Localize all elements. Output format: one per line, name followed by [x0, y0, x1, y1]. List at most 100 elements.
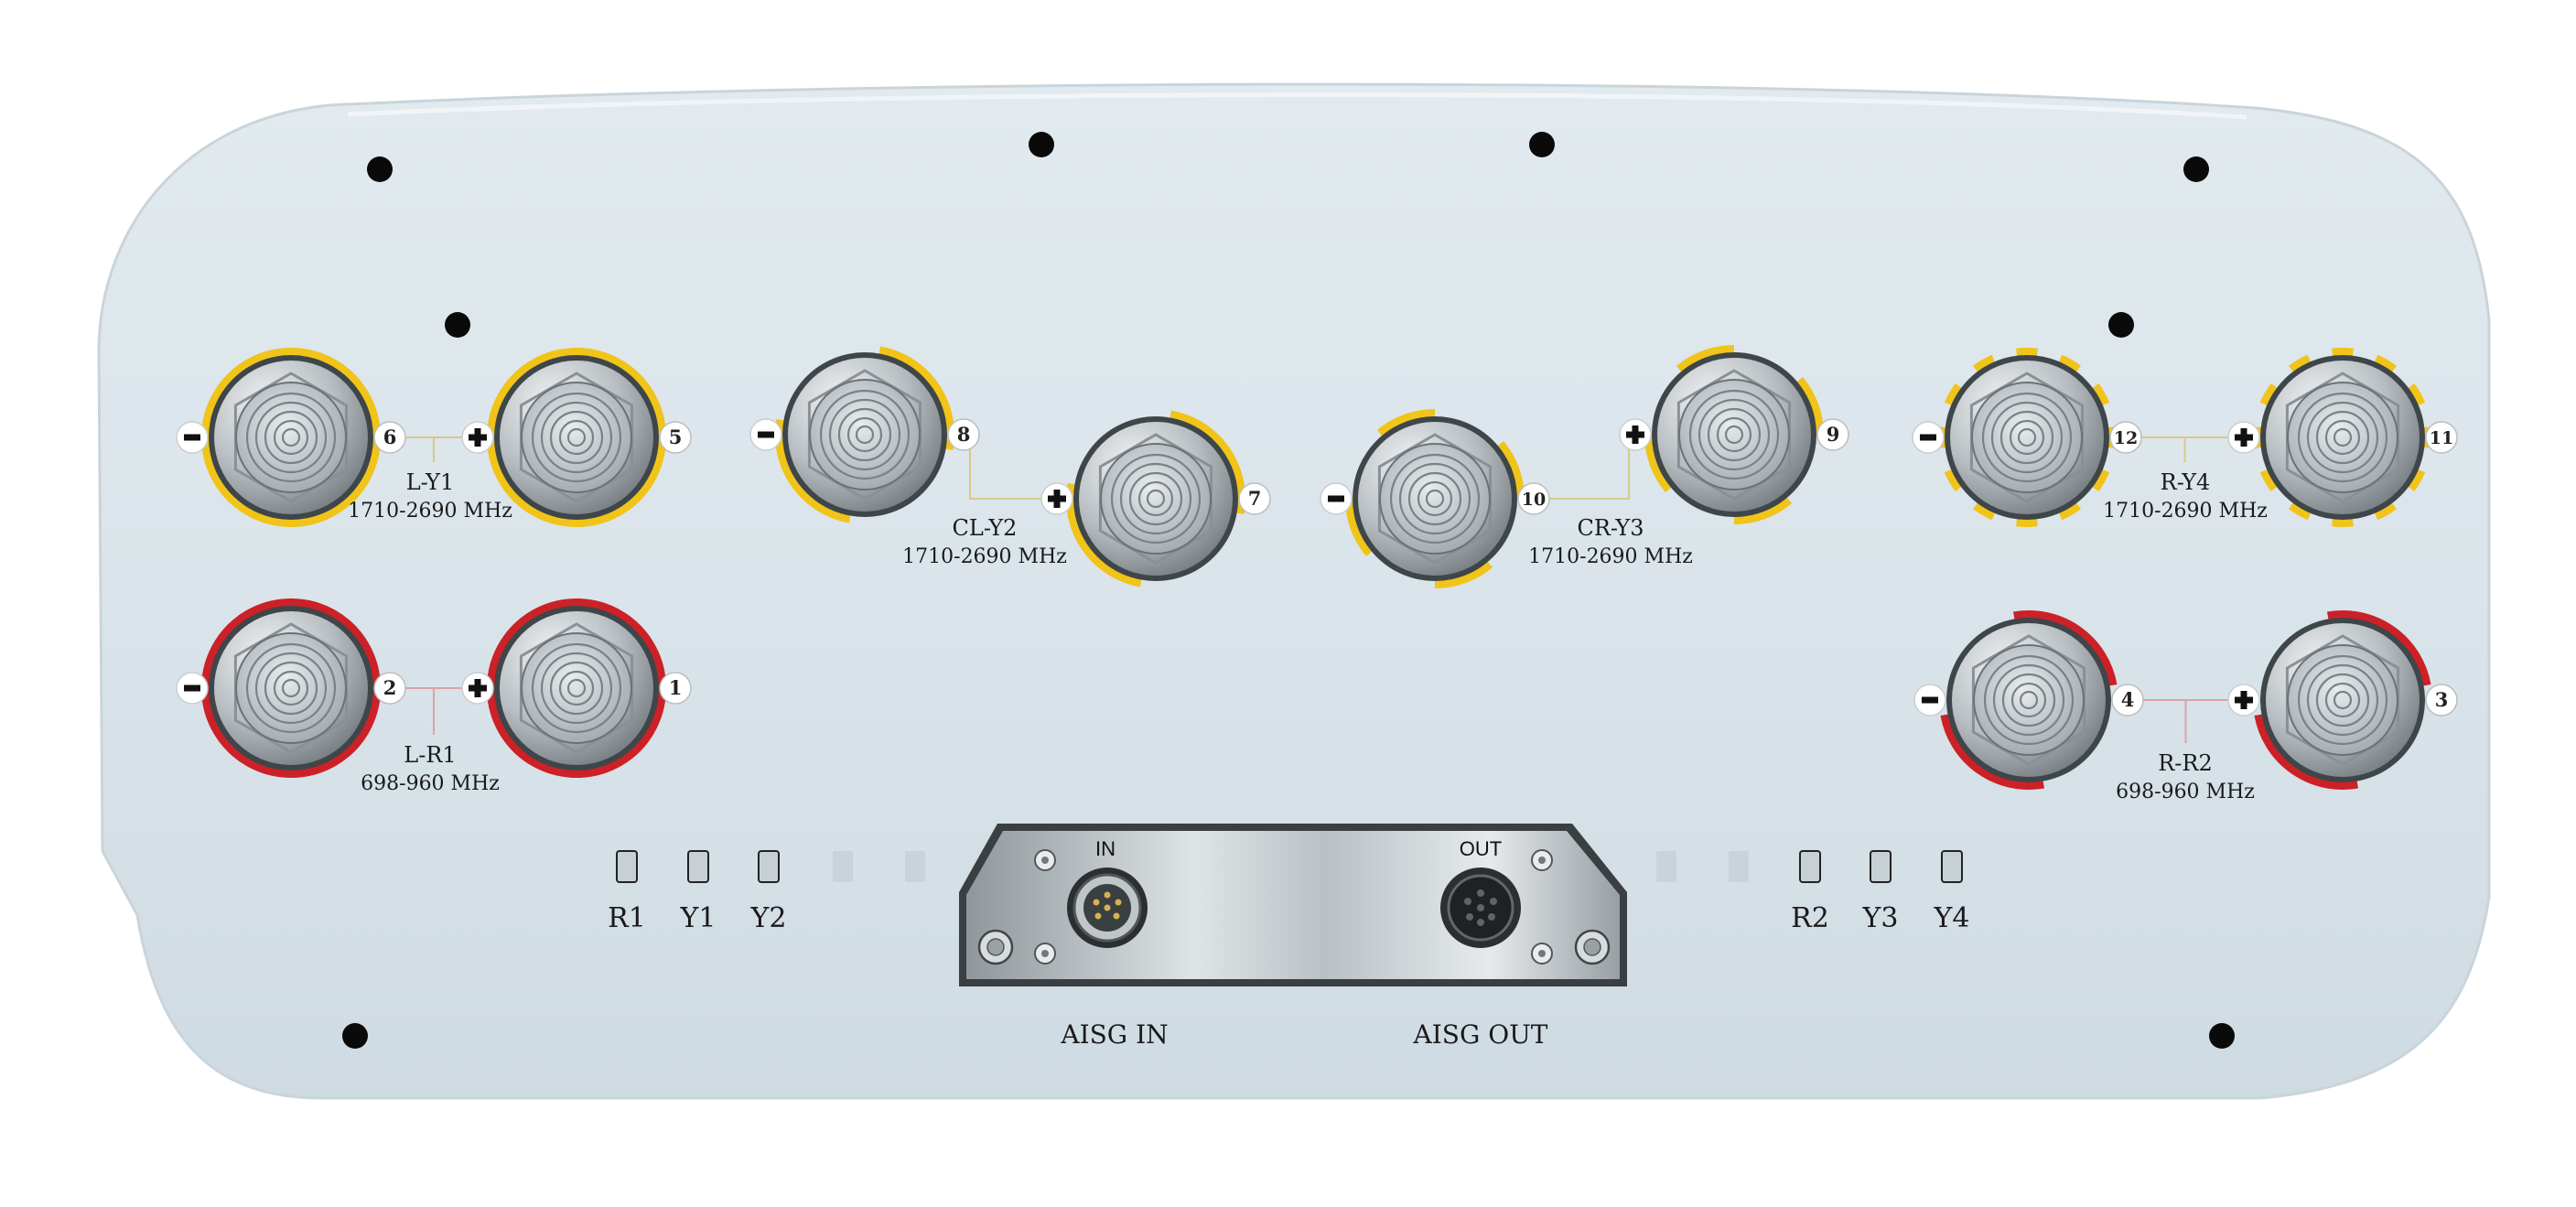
- panel-body: [97, 82, 2491, 1100]
- indicator-label: Y2: [750, 902, 787, 934]
- connector-groove: [245, 642, 337, 734]
- indicator-label: R2: [1791, 902, 1829, 934]
- minus-sign-icon: [1920, 434, 1936, 441]
- rf-connector-1[interactable]: 1: [461, 598, 692, 778]
- plate-screw-1: [1034, 849, 1056, 871]
- connector-face: [1971, 382, 2083, 493]
- array-name-label: R-R2: [2158, 750, 2213, 776]
- array-name-label: CL-Y2: [953, 515, 1018, 541]
- connector-groove: [549, 661, 604, 716]
- plate-screw-2: [1034, 943, 1056, 965]
- port-number-badge: [1517, 482, 1550, 515]
- hex-nut-outline: [1377, 433, 1493, 565]
- connector-groove: [837, 407, 892, 462]
- port-number-label: 11: [2430, 428, 2453, 448]
- minus-sign-icon: [184, 434, 200, 441]
- rf-connector-2[interactable]: 2: [176, 598, 406, 778]
- indicator-y1: Y1: [680, 850, 717, 934]
- hex-nut-outline: [2285, 372, 2400, 503]
- connector-groove: [2306, 663, 2379, 737]
- rf-connector-9[interactable]: 9: [1619, 345, 1849, 524]
- connector-face: [1379, 443, 1491, 555]
- pin: [1093, 899, 1100, 906]
- plate-screw-4: [1531, 943, 1553, 965]
- connector-face: [235, 382, 347, 493]
- port-number-label: 12: [2114, 428, 2138, 448]
- port-number-label: 9: [1827, 423, 1840, 446]
- connector-face: [235, 632, 347, 744]
- connector-groove: [2019, 690, 2039, 710]
- connector-groove: [558, 670, 595, 706]
- array-frequency-label: 1710-2690 MHz: [902, 545, 1067, 568]
- port-number-badge: [1816, 418, 1849, 451]
- port-number-badge: [659, 421, 692, 454]
- hex-nut-outline: [1971, 634, 2086, 766]
- rf-connector-12[interactable]: 12: [1912, 348, 2142, 527]
- array-frequency-label: 1710-2690 MHz: [348, 500, 512, 523]
- connector-groove: [540, 652, 613, 725]
- hex-nut-outline: [2285, 634, 2400, 766]
- connector-groove: [254, 401, 328, 474]
- rf-connector-5[interactable]: 5: [461, 347, 692, 527]
- indicator-window: [758, 850, 780, 883]
- rf-connector-10[interactable]: 10: [1320, 409, 1550, 588]
- rf-connector-7[interactable]: 7: [1040, 410, 1271, 587]
- connector-groove: [2324, 682, 2361, 718]
- array-name-label: CR-Y3: [1577, 515, 1644, 541]
- hex-nut-outline: [1969, 372, 2085, 503]
- connector-groove: [531, 392, 622, 483]
- aisg-in-connector[interactable]: [1067, 868, 1148, 948]
- connector-groove: [828, 398, 901, 471]
- screw-hole-2: [1029, 132, 1054, 157]
- indicator-window: [1941, 850, 1963, 883]
- aisg-out-connector[interactable]: [1440, 868, 1521, 948]
- connector-groove: [2297, 392, 2388, 483]
- rf-connector-8[interactable]: 8: [749, 346, 980, 523]
- array-frequency-label: 1710-2690 MHz: [2103, 500, 2268, 523]
- pin: [1104, 891, 1111, 899]
- connector-groove: [1688, 389, 1780, 480]
- hex-nut-outline: [1676, 369, 1792, 501]
- socket: [1464, 898, 1471, 905]
- rf-connector-4[interactable]: 4: [1913, 610, 2144, 790]
- socket: [1488, 913, 1495, 921]
- connector-groove: [2001, 673, 2056, 727]
- plate-mount-screw-2: [1574, 929, 1611, 965]
- connector-groove: [264, 661, 318, 716]
- array-cl-y2-label: CL-Y2 1710-2690 MHz: [902, 515, 1067, 568]
- connector-groove: [281, 427, 301, 447]
- rf-connector-3[interactable]: 3: [2227, 610, 2458, 790]
- connector-groove: [1137, 480, 1174, 517]
- connector-groove: [1389, 453, 1481, 544]
- port-number-badge: [2425, 421, 2458, 454]
- port-number-badge: [1238, 482, 1271, 515]
- minus-sign-icon: [758, 431, 774, 438]
- panel-top-highlight: [347, 92, 2247, 120]
- rf-connector-6[interactable]: 6: [176, 347, 406, 527]
- plus-sign-icon: [469, 428, 487, 447]
- connector-groove: [566, 427, 587, 447]
- indicator-label: Y1: [680, 902, 717, 934]
- indicator-label: Y4: [1934, 902, 1970, 934]
- connector-groove: [855, 425, 875, 445]
- connector-groove: [1398, 462, 1471, 535]
- rf-connector-11[interactable]: 11: [2227, 348, 2458, 527]
- connector-face: [2287, 382, 2398, 493]
- hex-nut-outline: [1098, 433, 1213, 565]
- connector-groove: [1992, 663, 2065, 737]
- array-frequency-label: 698-960 MHz: [2116, 781, 2255, 803]
- port-number-label: 4: [2121, 688, 2135, 711]
- connector-groove: [540, 401, 613, 474]
- plus-sign-icon: [469, 679, 487, 697]
- screw-hole-7: [342, 1023, 368, 1049]
- minus-sign-icon: [1922, 696, 1938, 704]
- unused-indicator-window-4: [1729, 851, 1749, 882]
- indicator-r2: R2: [1791, 850, 1829, 934]
- connector-groove: [2315, 410, 2370, 465]
- connector-groove: [2297, 654, 2388, 746]
- connector-groove: [2315, 673, 2370, 727]
